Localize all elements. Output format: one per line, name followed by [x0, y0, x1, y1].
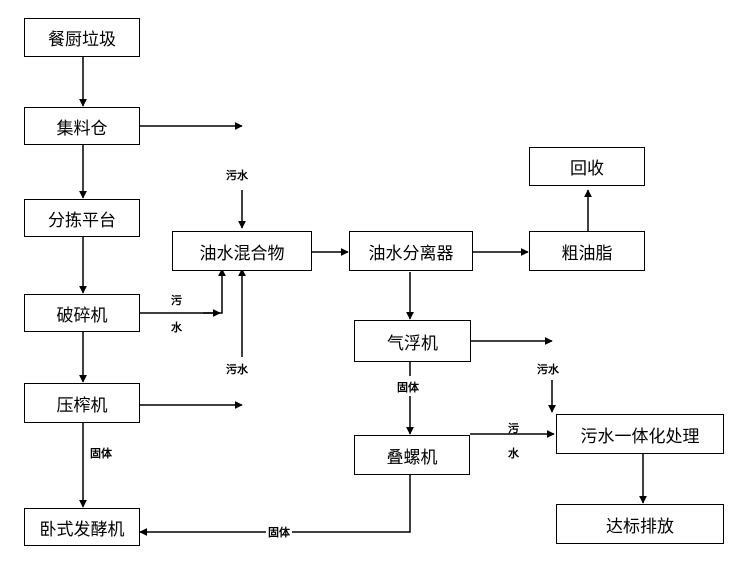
- label-crusher-sewage-bottom: 水: [171, 321, 182, 334]
- box-press: 压榨机: [24, 383, 140, 423]
- label-flotation-sewage: 污水: [537, 363, 559, 376]
- label-flotation-solids: 固体: [397, 381, 419, 394]
- box-collection-bin: 集料仓: [24, 107, 140, 145]
- label-stacker-solids: 固体: [266, 526, 292, 539]
- box-recovery: 回收: [529, 147, 645, 186]
- box-discharge: 达标排放: [556, 504, 724, 544]
- label-bin-sewage: 污水: [226, 169, 248, 182]
- label-stacker-sewage-top: 污: [508, 422, 519, 435]
- box-oil-water-separator: 油水分离器: [349, 231, 473, 271]
- label-stacker-sewage-bottom: 水: [508, 447, 519, 460]
- box-air-flotation: 气浮机: [354, 320, 471, 362]
- label-press-solids: 固体: [90, 447, 112, 460]
- arrow-crusher-sewage: [139, 268, 226, 314]
- arrow-stacker-solids: [139, 475, 411, 536]
- box-crude-grease: 粗油脂: [529, 231, 645, 271]
- label-press-sewage: 污水: [226, 363, 248, 376]
- box-kitchen-waste: 餐厨垃圾: [24, 18, 140, 57]
- box-sorting-platform: 分拣平台: [24, 199, 140, 237]
- box-oil-water-mixture: 油水混合物: [172, 231, 312, 271]
- label-crusher-sewage-top: 污: [171, 294, 182, 307]
- box-horizontal-fermenter: 卧式发酵机: [24, 508, 140, 546]
- box-screw-stacker: 叠螺机: [354, 435, 470, 475]
- box-crusher: 破碎机: [24, 294, 140, 332]
- box-sewage-treatment: 污水一体化处理: [556, 414, 724, 454]
